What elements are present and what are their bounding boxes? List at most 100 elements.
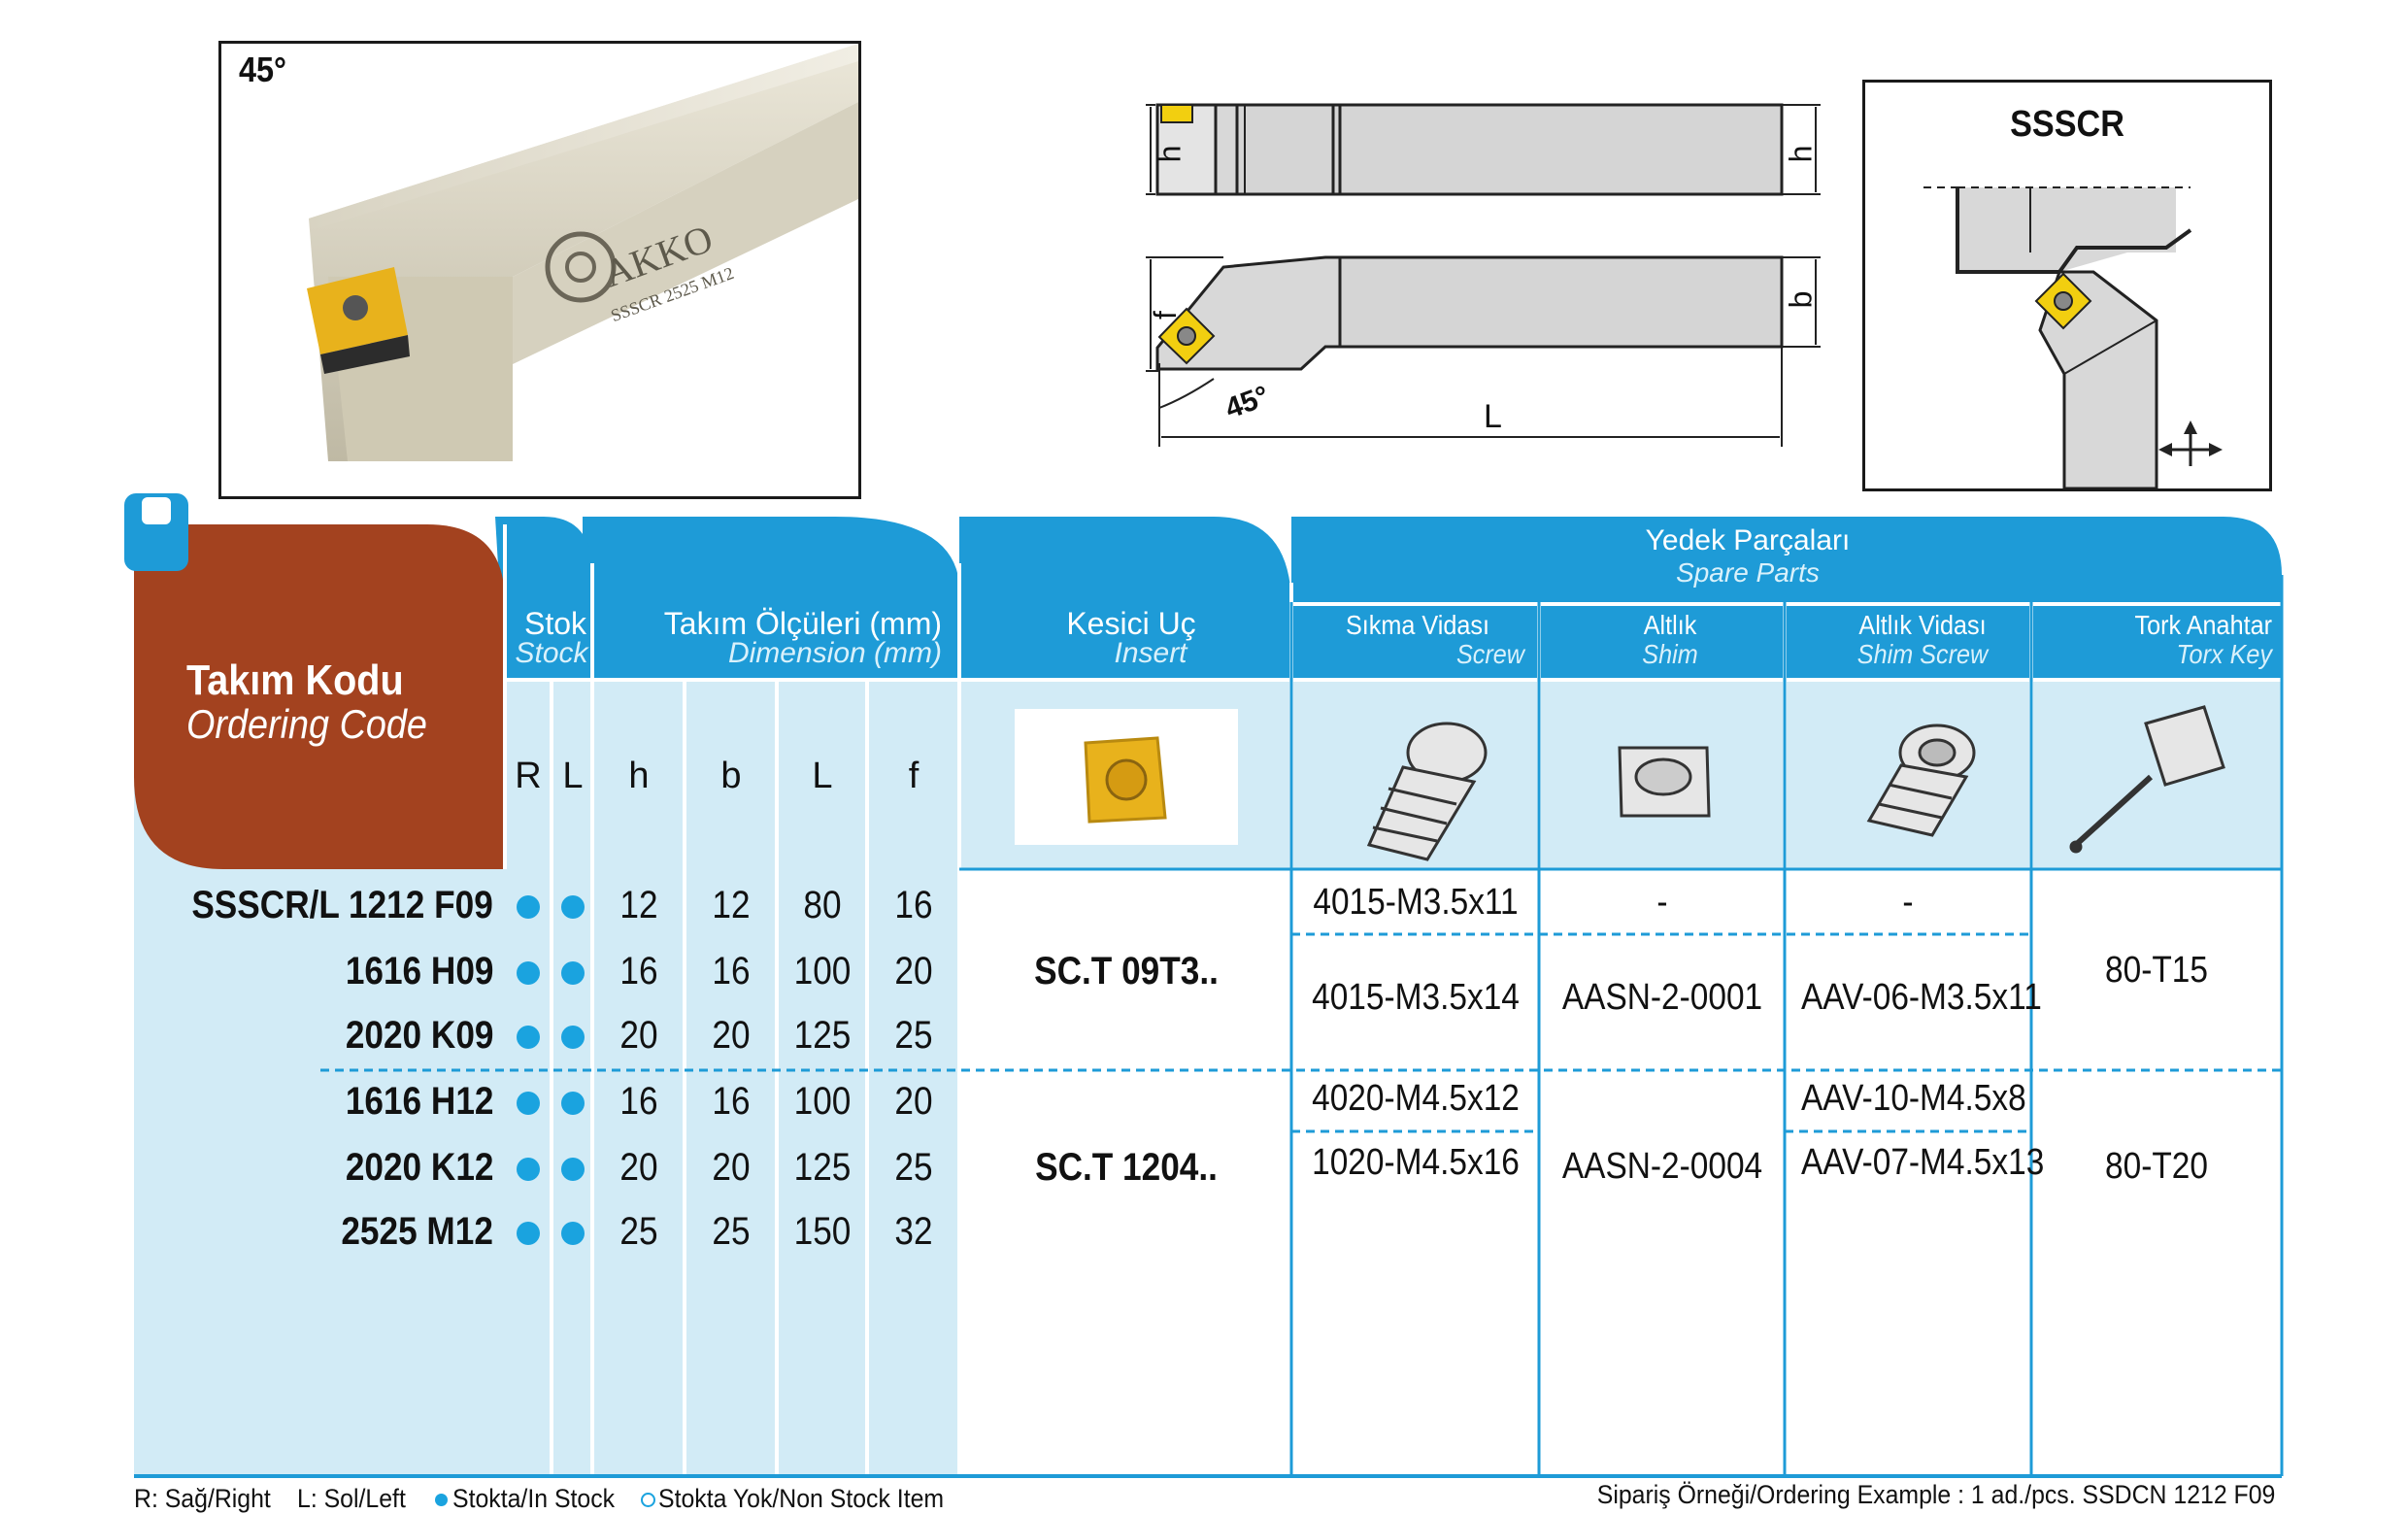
shim-header-en: Shim xyxy=(1642,639,1698,669)
dim-L: L xyxy=(1484,398,1502,435)
code-row-1: SSSCR/L 1212 F09 xyxy=(191,884,493,926)
code-row-6: 2525 M12 xyxy=(341,1210,493,1253)
torx-header-en: Torx Key xyxy=(2176,639,2272,669)
val-b: 20 xyxy=(712,1014,751,1057)
val-h: 16 xyxy=(619,1080,658,1123)
stock-header: Stok xyxy=(523,606,587,641)
val-f: 16 xyxy=(894,884,933,926)
col-h: h xyxy=(628,756,650,796)
val-f: 20 xyxy=(894,950,933,993)
spare-header: Yedek Parçaları xyxy=(1645,524,1851,556)
code-header-subtitle: Ordering Code xyxy=(186,701,427,747)
val-b: 16 xyxy=(712,1080,751,1123)
tool-holder-image xyxy=(307,44,858,461)
insert-group-1: SC.T 09T3.. xyxy=(1034,950,1219,993)
dims-header-en: Dimension (mm) xyxy=(727,637,942,669)
val-h: 20 xyxy=(619,1014,658,1057)
torx-1: 80-T15 xyxy=(2105,950,2208,991)
screw-2: 4015-M3.5x14 xyxy=(1312,977,1520,1018)
spare-header-en: Spare Parts xyxy=(1676,557,1820,588)
stock-dot xyxy=(561,1092,585,1115)
legend-right: R: Sağ/Right xyxy=(134,1484,271,1513)
code-row-2: 1616 H09 xyxy=(345,950,493,993)
torx-2: 80-T20 xyxy=(2105,1146,2208,1187)
torx-key-image xyxy=(2069,705,2225,854)
val-h: 25 xyxy=(619,1210,658,1253)
val-L: 125 xyxy=(793,1146,852,1189)
val-L: 150 xyxy=(793,1210,852,1253)
legend-non-stock: Stokta Yok/Non Stock Item xyxy=(658,1484,945,1513)
stock-dot xyxy=(517,1222,540,1245)
legend-in-stock: Stokta/In Stock xyxy=(452,1484,616,1513)
code-row-3: 2020 K09 xyxy=(345,1014,493,1057)
val-h: 20 xyxy=(619,1146,658,1189)
screw-4: 1020-M4.5x16 xyxy=(1312,1142,1520,1183)
profile-title: SSSCR xyxy=(2010,104,2124,145)
val-h: 12 xyxy=(619,884,658,926)
stock-header-en: Stock xyxy=(515,637,588,669)
torx-header: Tork Anahtar xyxy=(2134,610,2272,640)
product-photo: 45° AKKO SSSCR 2525 M12 xyxy=(218,41,861,499)
shim-2: AASN-2-0001 xyxy=(1561,977,1763,1018)
val-h: 16 xyxy=(619,950,658,993)
col-L-stock: L xyxy=(562,756,584,796)
insert-image xyxy=(1015,709,1238,845)
screw-image xyxy=(1366,722,1488,861)
shim-screw-4: AAV-07-M4.5x13 xyxy=(1801,1142,2045,1183)
val-b: 16 xyxy=(712,950,751,993)
stock-dot xyxy=(517,1026,540,1049)
shim-image xyxy=(1618,746,1711,818)
insert-header-en: Insert xyxy=(1114,637,1187,669)
legend-left: L: Sol/Left xyxy=(297,1484,406,1513)
shim-screw-1: - xyxy=(1902,882,1914,923)
val-f: 25 xyxy=(894,1146,933,1189)
val-f: 32 xyxy=(894,1210,933,1253)
shim-1: - xyxy=(1656,882,1668,923)
code-row-4: 1616 H12 xyxy=(345,1080,493,1123)
col-b: b xyxy=(720,756,742,796)
val-b: 25 xyxy=(712,1210,751,1253)
angle-label: 45° xyxy=(239,50,287,89)
stock-dot xyxy=(517,1092,540,1115)
profile-drawing xyxy=(1923,186,2223,488)
shim-screw-header-en: Shim Screw xyxy=(1856,639,1989,669)
col-R: R xyxy=(515,756,542,796)
val-b: 20 xyxy=(712,1146,751,1189)
code-row-5: 2020 K12 xyxy=(345,1146,493,1189)
stock-dot xyxy=(561,1158,585,1181)
ordering-example: Sipariş Örneği/Ordering Example : 1 ad./… xyxy=(1596,1480,2275,1509)
shim-screw-3: AAV-10-M4.5x8 xyxy=(1801,1078,2026,1119)
shim-3: AASN-2-0004 xyxy=(1561,1146,1763,1187)
stock-dot xyxy=(561,895,585,919)
dims-header: Takım Ölçüleri (mm) xyxy=(663,606,942,641)
val-L: 100 xyxy=(793,950,852,993)
val-b: 12 xyxy=(712,884,751,926)
screw-1: 4015-M3.5x11 xyxy=(1313,882,1519,923)
col-L: L xyxy=(812,756,833,796)
stock-dot xyxy=(517,1158,540,1181)
profile-diagram: SSSCR xyxy=(1862,80,2272,491)
stock-dot xyxy=(517,895,540,919)
stock-dot xyxy=(561,961,585,985)
val-L: 125 xyxy=(793,1014,852,1057)
shim-screw-header: Altlık Vidası xyxy=(1858,610,1987,640)
shim-screw-2: AAV-06-M3.5x11 xyxy=(1801,977,2042,1018)
screw-header-en: Screw xyxy=(1455,639,1524,669)
insert-header: Kesici Uç xyxy=(1066,606,1196,641)
val-L: 100 xyxy=(793,1080,852,1123)
val-f: 20 xyxy=(894,1080,933,1123)
shim-screw-image xyxy=(1866,723,1976,837)
in-stock-dot xyxy=(435,1494,448,1506)
screw-header: Sıkma Vidası xyxy=(1345,610,1489,640)
stock-dot xyxy=(561,1026,585,1049)
shim-header: Altlık xyxy=(1643,610,1697,640)
stock-dot xyxy=(517,961,540,985)
col-f: f xyxy=(908,756,920,796)
val-L: 80 xyxy=(803,884,842,926)
insert-group-2: SC.T 1204.. xyxy=(1035,1146,1218,1189)
non-stock-circle xyxy=(641,1493,655,1507)
stock-dot xyxy=(561,1222,585,1245)
code-header-title: Takım Kodu xyxy=(186,656,404,704)
technical-drawing xyxy=(1146,103,1821,447)
